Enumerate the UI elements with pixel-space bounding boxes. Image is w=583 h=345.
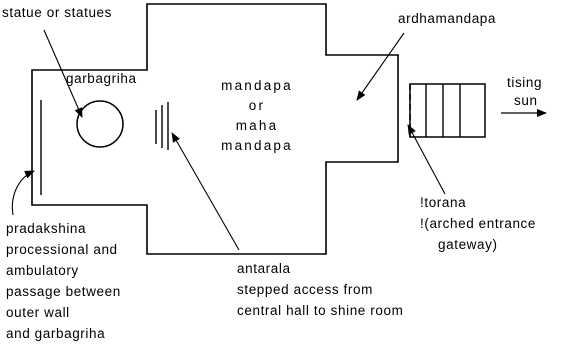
label-rising-sun-line: sun	[514, 93, 538, 108]
label-mandapa-line: maha	[235, 118, 279, 133]
ardhamandapa-arrow	[356, 32, 405, 101]
label-rising-sun-line: tising	[507, 75, 543, 90]
label-rising-sun: tising sun	[507, 74, 542, 110]
statue-arrow	[43, 29, 83, 118]
label-garbagriha: garbagriha	[66, 71, 137, 86]
label-torana-line: !(arched entrance	[420, 216, 537, 231]
label-antarala-line: stepped access from	[237, 282, 373, 297]
torana-arrow	[407, 124, 446, 195]
label-torana: !torana !(arched entrance gateway)	[420, 192, 536, 255]
entrance-steps	[409, 83, 486, 138]
label-torana-line: !torana	[420, 195, 467, 210]
label-mandapa: mandapa or maha mandapa	[207, 76, 307, 156]
label-mandapa-line: mandapa	[221, 138, 293, 153]
label-pradakshina-line: outer wall	[6, 305, 70, 320]
pradakshina-arrow	[11, 170, 35, 216]
label-antarala-line: antarala	[237, 261, 291, 276]
label-ardhamandapa: ardhamandapa	[398, 11, 497, 26]
outer-wall	[31, 3, 399, 255]
label-pradakshina-line: processional and	[6, 242, 118, 257]
label-statue: statue or statues	[2, 5, 113, 20]
label-pradakshina-line: passage between	[6, 284, 121, 299]
label-pradakshina-line: ambulatory	[6, 263, 79, 278]
label-antarala-line: central hall to shine room	[237, 303, 404, 318]
antarala-arrow	[171, 132, 240, 251]
label-torana-line: gateway)	[438, 237, 498, 252]
label-mandapa-line: or	[248, 98, 266, 113]
label-pradakshina: pradakshina processional and ambulatory …	[6, 218, 121, 344]
label-pradakshina-line: pradakshina	[6, 221, 87, 236]
statue-circle	[76, 100, 124, 148]
label-antarala: antarala stepped access from central hal…	[237, 258, 403, 321]
label-pradakshina-line: and garbagriha	[6, 326, 106, 341]
label-mandapa-line: mandapa	[221, 78, 293, 93]
